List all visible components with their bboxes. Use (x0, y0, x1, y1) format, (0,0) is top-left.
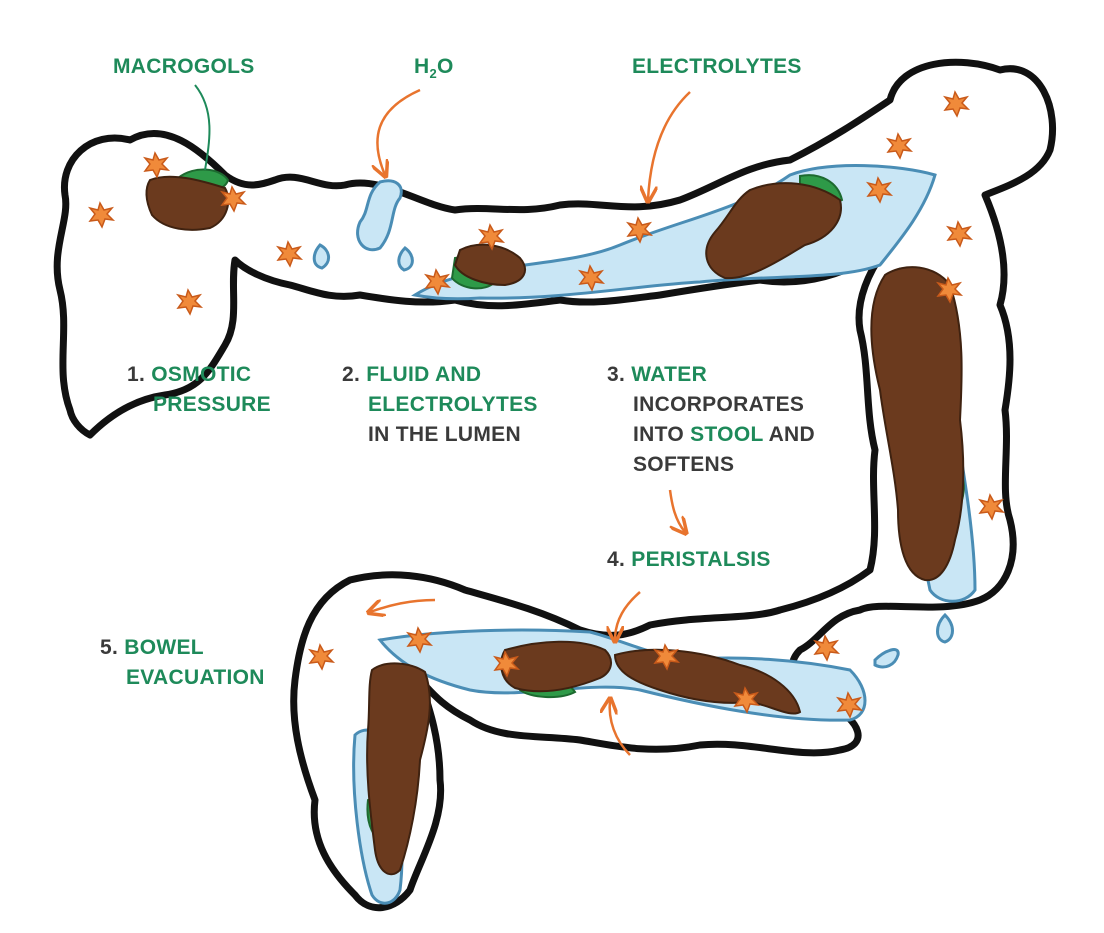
electrolytes-label: ELECTROLYTES (632, 55, 802, 78)
step-3-line3: INTO STOOL AND (607, 423, 815, 446)
h2o-h: H (414, 55, 430, 78)
arrows (370, 88, 691, 756)
macrogols-label: MACROGOLS (113, 55, 255, 78)
electrolyte-particles (87, 90, 1006, 719)
step-4-label: 4. PERISTALSIS (607, 545, 771, 575)
step-2-line1: FLUID AND (366, 363, 482, 386)
h2o-o: O (437, 55, 454, 78)
step-3-line1: WATER (631, 363, 708, 386)
step-5-number: 5. (100, 636, 119, 659)
h2o-label: H2O (414, 52, 454, 89)
step-3-number: 3. (607, 363, 626, 386)
step-3-line4: SOFTENS (633, 453, 735, 476)
macrogols-pointer (194, 84, 211, 171)
step-3-line3-and: AND (768, 423, 815, 446)
step-2-line3: IN THE LUMEN (368, 423, 521, 446)
step-3-line3-into: INTO (633, 423, 684, 446)
step-2-line2: ELECTROLYTES (368, 393, 538, 416)
h2o-subscript: 2 (429, 66, 437, 82)
step-5-label: 5. BOWEL EVACUATION (100, 633, 265, 693)
step-4-number: 4. (607, 548, 626, 571)
step-2-number: 2. (342, 363, 361, 386)
step-5-line2: EVACUATION (126, 666, 265, 689)
step-1-label: 1. OSMOTIC PRESSURE (127, 360, 271, 420)
step-3-line2: INCORPORATES (633, 393, 805, 416)
step-1-line2: PRESSURE (153, 393, 271, 416)
step-4-line1: PERISTALSIS (631, 548, 771, 571)
step-3-label: 3. WATER INCORPORATES INTO STOOL AND SOF… (607, 360, 815, 480)
step-5-line1: BOWEL (124, 636, 204, 659)
step-1-number: 1. (127, 363, 146, 386)
step-3-line3-stool: STOOL (690, 423, 764, 446)
step-1-line1: OSMOTIC (151, 363, 252, 386)
step-2-label: 2. FLUID AND ELECTROLYTES IN THE LUMEN (342, 360, 538, 450)
